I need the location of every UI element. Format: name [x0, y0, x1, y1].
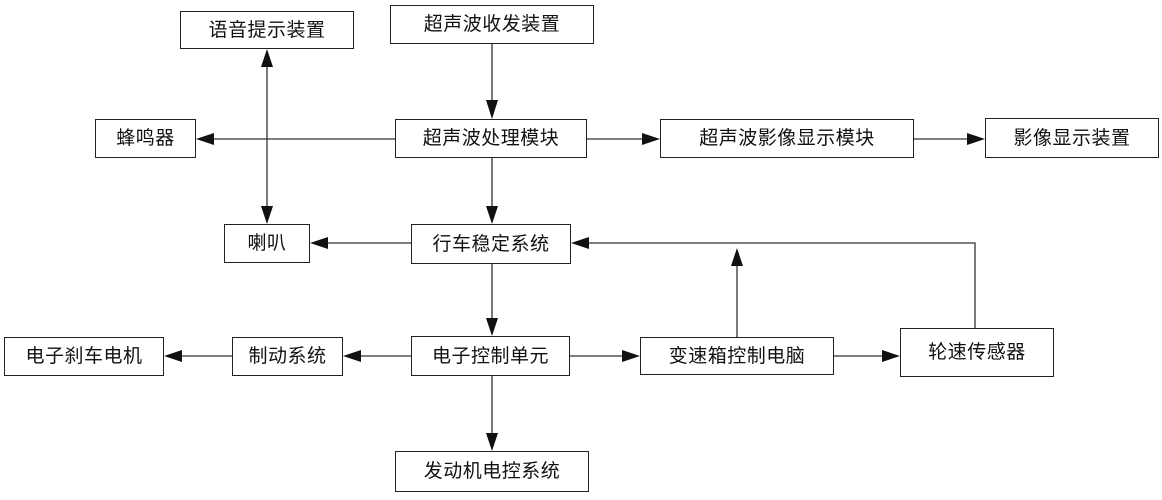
arrowhead-down [486, 206, 498, 224]
node-ecu: 电子控制单元 [411, 336, 570, 376]
node-brake-system: 制动系统 [232, 337, 343, 376]
node-electronic-brake-motor: 电子刹车电机 [4, 337, 164, 376]
node-horn: 喇叭 [224, 224, 310, 263]
arrowhead-right [882, 350, 900, 362]
arrowhead-down [486, 100, 498, 119]
connector-wheel-sensor-to-stability [589, 242, 976, 328]
node-voice-prompt: 语音提示装置 [180, 11, 354, 49]
node-transmission-computer: 变速箱控制电脑 [640, 337, 834, 375]
arrowhead-left [343, 350, 361, 362]
arrowhead-right [622, 350, 640, 362]
node-image-display-device: 影像显示装置 [985, 118, 1159, 158]
node-ultrasonic-processing: 超声波处理模块 [395, 119, 587, 158]
node-ultrasonic-transceiver: 超声波收发装置 [390, 5, 594, 44]
arrowhead-up [261, 49, 273, 67]
arrowhead-down [486, 433, 498, 451]
node-wheel-speed-sensor: 轮速传感器 [900, 328, 1054, 377]
node-buzzer: 蜂鸣器 [95, 119, 196, 158]
arrowhead-left [310, 237, 328, 249]
arrowhead-left [571, 237, 589, 249]
arrowhead-down [486, 318, 498, 336]
node-ultrasonic-image-display-module: 超声波影像显示模块 [660, 119, 914, 158]
arrowhead-right [967, 133, 985, 145]
arrowhead-right [642, 133, 660, 145]
node-engine-control: 发动机电控系统 [395, 451, 589, 492]
arrowhead-up [731, 248, 743, 266]
arrowhead-left [164, 350, 182, 362]
arrowhead-down [261, 206, 273, 224]
arrowhead-left [196, 133, 214, 145]
node-stability-system: 行车稳定系统 [411, 224, 571, 264]
